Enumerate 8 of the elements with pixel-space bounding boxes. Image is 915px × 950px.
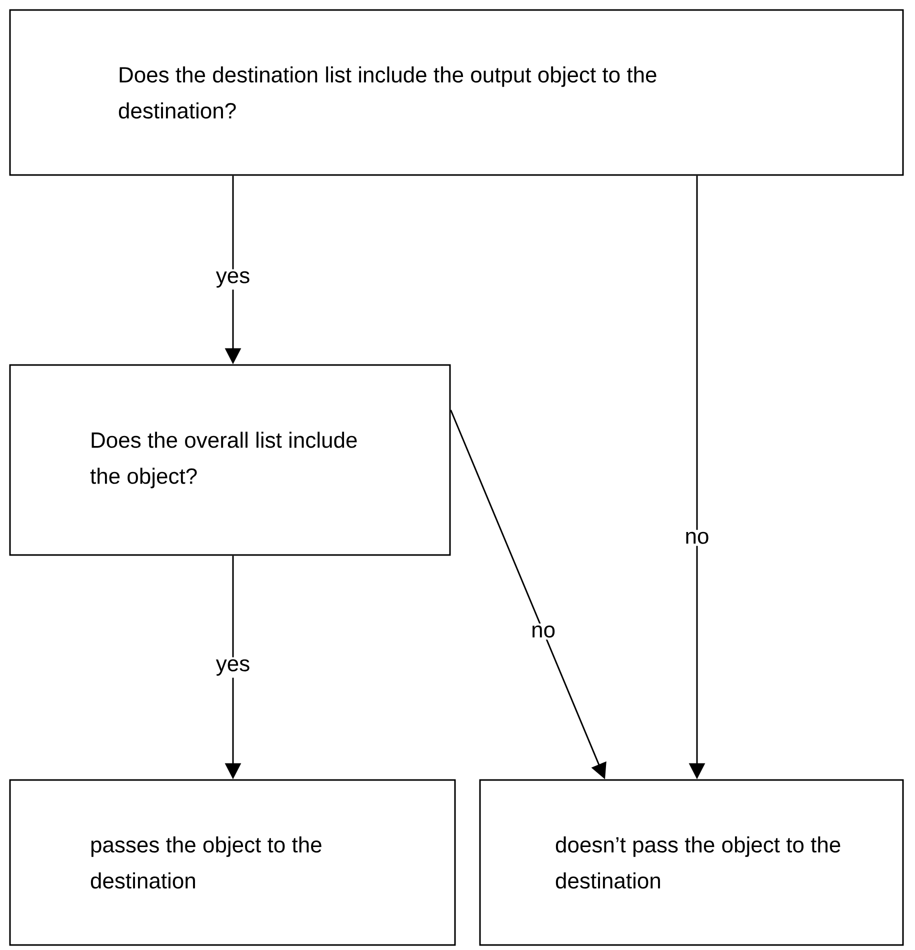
process-box: passes the object to the destination	[9, 779, 456, 946]
edge-label: yes	[214, 269, 252, 290]
edge-label: no	[529, 624, 558, 640]
process-box: Does the destination list include the output object to the destination?	[9, 9, 904, 176]
edge-label: yes	[214, 657, 252, 678]
process-box: doesn’t pass the object to the destination	[479, 779, 904, 946]
process-box: Does the overall list include the object?	[9, 364, 451, 556]
edge-label: no	[682, 530, 712, 546]
